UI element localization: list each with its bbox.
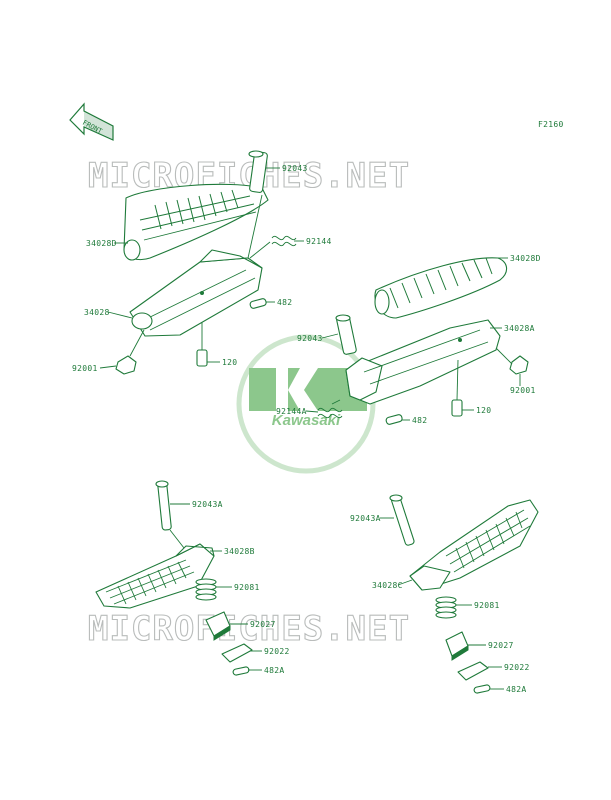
spring-92081-right — [435, 596, 457, 619]
washer-482A-right — [473, 684, 491, 694]
label-34028B: 34028B — [224, 547, 255, 556]
spring-92144A — [317, 399, 343, 419]
label-482A-left: 482A — [264, 666, 284, 675]
label-92043-top: 92043 — [282, 164, 308, 173]
plate-92022 — [221, 643, 253, 663]
label-92022-right: 92022 — [504, 663, 530, 672]
label-482A-right: 482A — [506, 685, 526, 694]
label-92144: 92144 — [306, 237, 332, 246]
label-482-mid: 482 — [412, 416, 427, 425]
bolt-92001 — [115, 355, 137, 375]
footpeg-rubber-34028D-right — [374, 257, 508, 319]
bolt-120-right — [451, 399, 463, 417]
pin-92043A — [157, 481, 172, 531]
rear-left-footpeg-assembly — [95, 480, 253, 676]
label-34028D-left: 34028D — [86, 239, 117, 248]
label-92144A: 92144A — [276, 407, 307, 416]
diagram-code: F2160 — [538, 120, 564, 129]
label-92043A-left: 92043A — [192, 500, 223, 509]
label-34028A: 34028A — [504, 324, 535, 333]
label-34028: 34028 — [84, 308, 110, 317]
plate-92022-right — [457, 661, 489, 681]
label-482-top: 482 — [277, 298, 292, 307]
spring-92144 — [271, 235, 297, 247]
front-arrow-icon: FRONT — [69, 102, 114, 141]
spring-92081 — [195, 578, 217, 601]
label-92043-mid: 92043 — [297, 334, 323, 343]
label-34028C: 34028C — [372, 581, 403, 590]
washer-482A — [232, 666, 250, 676]
rear-right-footpeg-assembly — [389, 494, 539, 694]
watermark-bottom: MICROFICHES.NET — [88, 609, 410, 649]
label-92081-left: 92081 — [234, 583, 260, 592]
label-34028D-right: 34028D — [510, 254, 541, 263]
callout-labels: 92043 34028D 92144 34028 482 92001 120 3… — [72, 164, 541, 694]
washer-482-mid — [385, 414, 403, 425]
label-92027-right: 92027 — [488, 641, 514, 650]
pin-92043A-right — [391, 495, 415, 546]
label-92022-left: 92022 — [264, 647, 290, 656]
label-92001-right: 92001 — [510, 386, 536, 395]
bolt-92001-right — [509, 355, 529, 375]
front-right-footpeg-assembly — [317, 257, 529, 425]
kawasaki-logo: Kawasaki — [236, 334, 376, 474]
front-left-footpeg-assembly — [115, 150, 297, 375]
label-92043A-right: 92043A — [350, 514, 381, 523]
bolt-120 — [196, 349, 208, 367]
label-92027-left: 92027 — [250, 620, 276, 629]
label-92081-right: 92081 — [474, 601, 500, 610]
label-120-left: 120 — [222, 358, 237, 367]
washer-482 — [249, 298, 267, 309]
label-120-right: 120 — [476, 406, 491, 415]
label-92001-left: 92001 — [72, 364, 98, 373]
footpeg-rubber-34028D — [123, 183, 269, 261]
